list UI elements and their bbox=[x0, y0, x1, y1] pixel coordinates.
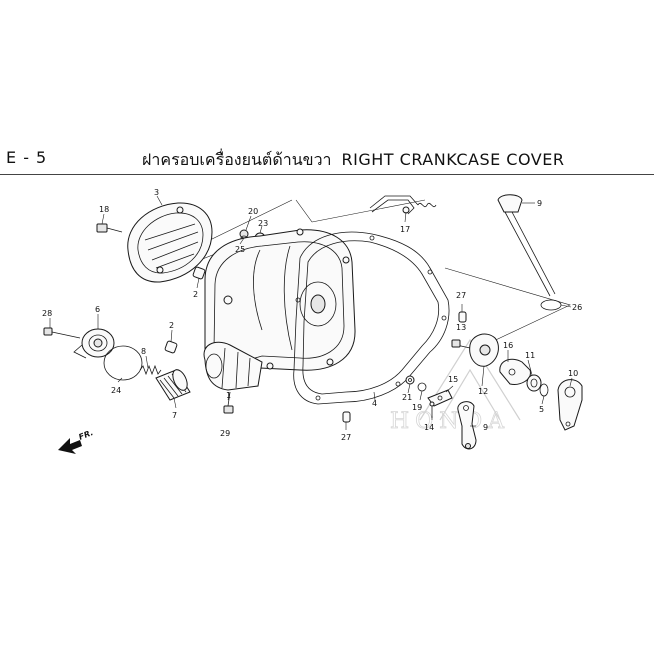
callout-20: 19 bbox=[412, 403, 422, 412]
callout-17: 16 bbox=[503, 341, 513, 350]
part-10-arm bbox=[457, 401, 477, 450]
callout-6: 6 bbox=[95, 305, 100, 314]
part-18-bracket bbox=[369, 195, 437, 215]
callout-11: 10 bbox=[568, 369, 578, 378]
part-28-bolt bbox=[43, 327, 81, 339]
section-code: E - 5 bbox=[6, 148, 48, 167]
callout-26: 25 bbox=[235, 245, 245, 254]
part-8-spring bbox=[139, 364, 162, 376]
part-20-washer bbox=[417, 382, 427, 392]
part-1-cover-boss bbox=[203, 341, 263, 391]
callout-19: 18 bbox=[99, 205, 109, 214]
callout-14: 13 bbox=[456, 323, 466, 332]
part-15-pin bbox=[429, 401, 435, 418]
title-thai: ฝาครอบเครื่องยนต์ด้านขวา bbox=[142, 150, 332, 169]
part-22-washer bbox=[405, 375, 415, 385]
callout-5: 5 bbox=[539, 405, 544, 414]
front-direction-arrow: FR. bbox=[58, 428, 94, 454]
callout-27-upper: 27 bbox=[456, 291, 466, 300]
callout-27-lower: 27 bbox=[341, 433, 351, 442]
callout-12: 11 bbox=[525, 351, 535, 360]
part-6-filter-cover bbox=[73, 328, 115, 359]
part-14-dowel bbox=[458, 311, 467, 323]
callout-28: 28 bbox=[42, 309, 52, 318]
leader-lines bbox=[49, 195, 573, 430]
title-english: RIGHT CRANKCASE COVER bbox=[341, 150, 565, 169]
callout-22: 21 bbox=[402, 393, 412, 402]
part-2-dowel-pin bbox=[164, 266, 206, 354]
part-4-gasket bbox=[293, 231, 450, 405]
callout-24: 23 bbox=[258, 219, 268, 228]
callout-25: 26 bbox=[572, 303, 582, 312]
callout-8: 8 bbox=[141, 347, 146, 356]
part-19-bolt bbox=[96, 223, 123, 233]
callout-23: 24 bbox=[111, 386, 121, 395]
part-17-plate bbox=[499, 358, 531, 385]
part-27-dowel-lower bbox=[342, 411, 351, 423]
callout-1: 1 bbox=[226, 391, 231, 400]
callout-29: 29 bbox=[220, 429, 230, 438]
honda-watermark: HONDA bbox=[390, 338, 521, 434]
callout-21: 20 bbox=[248, 207, 258, 216]
page-header: E - 5 ฝาครอบเครื่องยนต์ด้านขวา RIGHT CRAN… bbox=[0, 140, 654, 176]
header-divider bbox=[0, 174, 654, 175]
part-11-lever bbox=[557, 379, 583, 431]
callout-16: 15 bbox=[448, 375, 458, 384]
callout-15: 14 bbox=[424, 423, 434, 432]
part-1-crankcase-cover bbox=[204, 228, 356, 381]
part-3-clutch-cover bbox=[127, 202, 213, 283]
callout-13: 12 bbox=[478, 387, 488, 396]
part-23-o-ring bbox=[103, 345, 143, 381]
part-9-dipstick bbox=[497, 194, 556, 297]
callout-labels: 3 18 20 23 25 17 9 2 6 28 2 8 24 7 1 29 … bbox=[42, 188, 582, 442]
callout-9: 9 bbox=[537, 199, 542, 208]
callout-2-upper: 2 bbox=[193, 290, 198, 299]
page-title: ฝาครอบเครื่องยนต์ด้านขวา RIGHT CRANKCASE … bbox=[142, 148, 564, 173]
svg-text:FR.: FR. bbox=[77, 428, 94, 442]
callout-7: 7 bbox=[172, 411, 177, 420]
part-5-ring bbox=[539, 383, 549, 397]
callout-4: 4 bbox=[372, 399, 377, 408]
callout-3: 3 bbox=[154, 188, 159, 197]
part-25-o-ring bbox=[540, 299, 562, 311]
callout-18: 17 bbox=[400, 225, 410, 234]
part-7-oil-filter bbox=[155, 369, 191, 401]
part-12-bush bbox=[526, 374, 542, 392]
svg-text:HONDA: HONDA bbox=[390, 409, 510, 434]
callout-2-lower: 2 bbox=[169, 321, 174, 330]
part-13-holder bbox=[451, 333, 499, 367]
callout-10: 9 bbox=[483, 423, 488, 432]
